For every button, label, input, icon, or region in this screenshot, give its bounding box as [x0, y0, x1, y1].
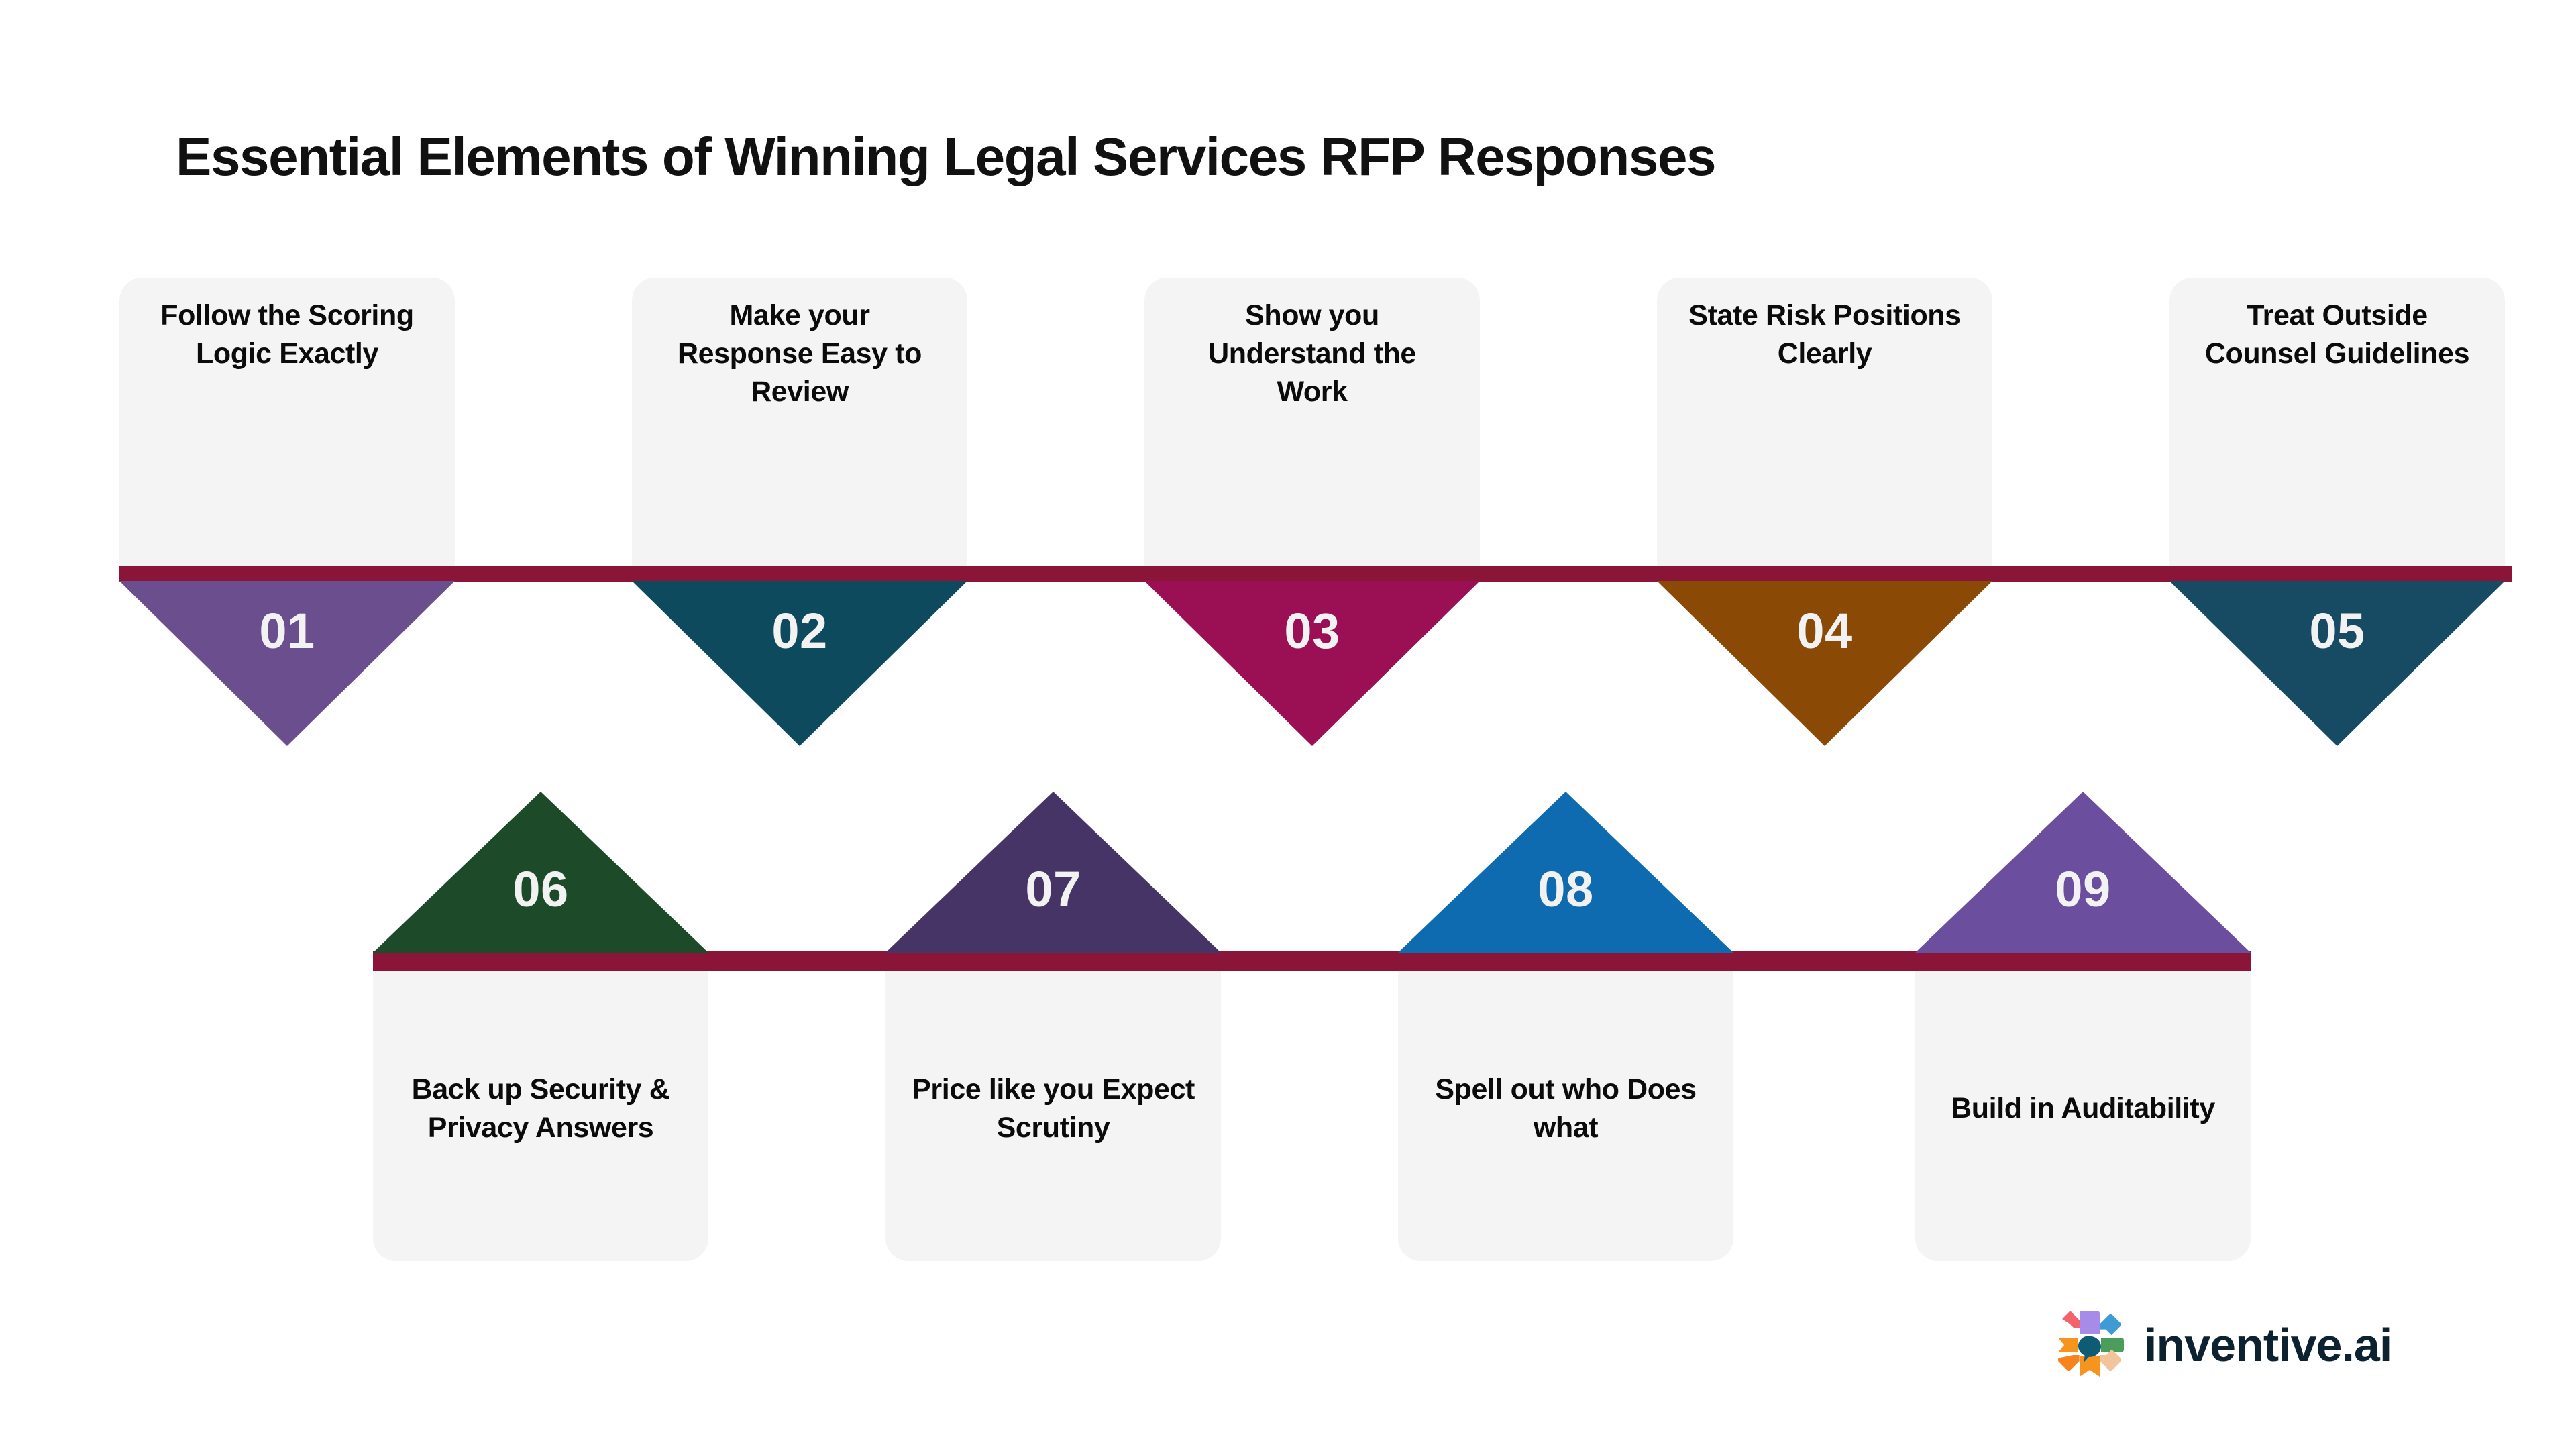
brand-logo[interactable]: inventive.ai [2047, 1303, 2392, 1387]
card-07-label: Price like you Expect Scrutiny [912, 1073, 1195, 1144]
page-title: Essential Elements of Winning Legal Serv… [176, 127, 1717, 186]
triangle-01: 01 [119, 581, 455, 746]
brand-logo-text: inventive.ai [2144, 1319, 2392, 1371]
card-03-label: Show you Understand the Work [1208, 299, 1416, 409]
step-number-01: 01 [259, 603, 315, 659]
card-05-label: Treat Outside Counsel Guidelines [2204, 299, 2470, 370]
inventive-logo-icon [2047, 1303, 2132, 1387]
step-number-04: 04 [1796, 603, 1853, 659]
step-number-07: 07 [1025, 861, 1081, 917]
card-04: State Risk Positions Clearly [1657, 278, 1992, 566]
row2-accent-bar [373, 951, 2251, 971]
triangle-02: 02 [632, 581, 967, 746]
card-02: Make your Response Easy to Review [632, 278, 967, 566]
step-number-02: 02 [771, 603, 828, 659]
card-07: Price like you Expect Scrutiny [885, 971, 1221, 1261]
triangle-08: 08 [1398, 792, 1733, 953]
card-01-label: Follow the Scoring Logic Exactly [160, 299, 414, 370]
card-09-label: Build in Auditability [1951, 1092, 2215, 1125]
card-09: Build in Auditability [1915, 971, 2251, 1261]
step-number-05: 05 [2309, 603, 2365, 659]
card-05: Treat Outside Counsel Guidelines [2169, 278, 2505, 566]
card-04-label: State Risk Positions Clearly [1688, 299, 1961, 370]
row1-accent-bar [119, 566, 2512, 582]
card-06: Back up Security & Privacy Answers [373, 971, 708, 1261]
card-03: Show you Understand the Work [1144, 278, 1480, 566]
card-02-label: Make your Response Easy to Review [677, 299, 922, 409]
step-number-03: 03 [1284, 603, 1340, 659]
triangle-09: 09 [1915, 792, 2251, 953]
triangle-03: 03 [1144, 581, 1480, 746]
step-number-06: 06 [513, 861, 569, 917]
triangle-05: 05 [2169, 581, 2505, 746]
step-number-09: 09 [2055, 861, 2111, 917]
card-01: Follow the Scoring Logic Exactly [119, 278, 455, 566]
card-08-label: Spell out who Does what [1435, 1073, 1697, 1144]
triangle-07: 07 [885, 792, 1221, 953]
card-08: Spell out who Does what [1398, 971, 1733, 1261]
triangle-06: 06 [373, 792, 708, 953]
card-06-label: Back up Security & Privacy Answers [411, 1073, 670, 1144]
step-number-08: 08 [1538, 861, 1594, 917]
triangle-04: 04 [1657, 581, 1992, 746]
